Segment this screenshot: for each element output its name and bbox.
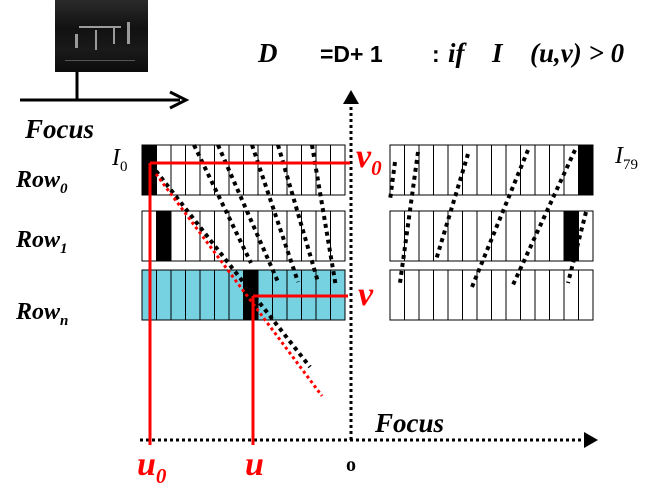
grid-cell: [418, 144, 434, 196]
dotted-ray: [310, 144, 338, 288]
image-label-sub: 79: [623, 156, 638, 173]
focus-label-top: Focus: [25, 114, 95, 144]
grid-cell: [156, 269, 172, 321]
row-label-base: Row: [16, 227, 61, 253]
grid-cell: [578, 144, 594, 196]
grid-cell: [156, 144, 172, 196]
point-label-u0: u0: [137, 448, 166, 487]
grid-cell: [549, 210, 565, 262]
row-label-base: Row: [16, 299, 61, 325]
grid-cell: [491, 269, 507, 321]
point-label-sub: 0: [155, 463, 167, 488]
grid-cell: [156, 210, 172, 262]
point-label-base: u: [137, 446, 156, 483]
point-label-u: u: [245, 446, 264, 483]
dotted-ray: [250, 144, 300, 283]
video-thumbnail: [55, 0, 148, 72]
row-label-sub: 1: [60, 240, 68, 257]
grid-cell: [199, 269, 215, 321]
grid-cell: [418, 269, 434, 321]
grid-cell: [578, 269, 594, 321]
horizontal-axis-arrowhead: [584, 432, 598, 448]
grid-cell: [520, 269, 536, 321]
grid-cell: [199, 144, 215, 196]
dotted-rays: [154, 144, 588, 369]
image-label-last: I79: [615, 144, 638, 173]
grid-cell: [476, 144, 492, 196]
row-label-n: Rown: [16, 300, 68, 329]
grid-cell: [389, 210, 405, 262]
row-label-1: Row1: [16, 228, 68, 257]
grid-cell: [228, 144, 244, 196]
equation-args: (u,v) > 0: [530, 38, 625, 68]
thumbnail-streak: [95, 30, 97, 50]
dotted-ray: [434, 153, 470, 261]
point-label-sub: 0: [371, 155, 382, 180]
grid-cell: [505, 210, 521, 262]
grid-cell: [170, 269, 186, 321]
image-label-base: I: [112, 145, 120, 171]
grid-cell: [447, 269, 463, 321]
dotted-ray: [388, 161, 397, 201]
equation-if: if: [448, 38, 465, 68]
image-label-sub: 0: [120, 158, 128, 175]
equation-rest: =D+ 1: [320, 41, 383, 67]
grid-cell: [462, 210, 478, 262]
thumb-axis-arrowhead: [169, 90, 190, 110]
point-label-base: v: [356, 138, 372, 175]
grid-cell: [170, 144, 186, 196]
grid-cell: [404, 269, 420, 321]
equation-i: I: [492, 38, 503, 68]
thumbnail-streak: [79, 26, 121, 28]
grid-cell: [534, 269, 550, 321]
grid-cell: [447, 144, 463, 196]
origin-label: o: [346, 454, 356, 476]
grid-cell: [257, 210, 273, 262]
point-label-v0: v0: [356, 140, 382, 179]
grid-cell: [389, 269, 405, 321]
grid-cell: [301, 144, 317, 196]
focus-label-bottom: Focus: [375, 408, 445, 438]
grid-cell: [534, 144, 550, 196]
vertical-axis-arrowhead: [343, 90, 359, 104]
grid-cell: [563, 144, 579, 196]
grid-cell: [491, 144, 507, 196]
red-dotted-ray: [154, 173, 324, 397]
grid-cell: [404, 210, 420, 262]
grid-cell: [476, 269, 492, 321]
grid-cell: [185, 269, 201, 321]
image-label-base: I: [615, 143, 623, 169]
thumbnail-streak: [113, 28, 115, 44]
dotted-ray: [154, 169, 312, 369]
grid-cell: [330, 144, 346, 196]
thumbnail-streak: [65, 60, 135, 61]
dotted-ray: [470, 149, 530, 288]
dotted-ray: [216, 144, 280, 283]
row-label-base: Row: [16, 167, 61, 193]
equation-colon: :: [432, 41, 440, 67]
grid-cell: [433, 144, 449, 196]
grid-cell: [433, 269, 449, 321]
dotted-ray: [510, 149, 577, 288]
grid-cell: [214, 269, 230, 321]
image-label-first: I0: [112, 146, 128, 175]
row-label-sub: 0: [60, 180, 68, 197]
row-label-0: Row0: [16, 168, 68, 197]
point-label-v: v: [358, 276, 374, 313]
equation-d: D: [258, 38, 278, 68]
grid-cell: [330, 210, 346, 262]
red-construction-lines: [148, 161, 350, 445]
dotted-ray: [398, 151, 420, 284]
grid-cell: [170, 210, 186, 262]
grid-cell: [418, 210, 434, 262]
grid-cell: [272, 210, 288, 262]
thumbnail-streak: [127, 22, 130, 44]
grid-cell: [549, 269, 565, 321]
grid-cell: [433, 210, 449, 262]
row-label-sub: n: [60, 312, 69, 329]
dotted-ray: [192, 144, 253, 264]
thumbnail-streak: [75, 34, 78, 48]
